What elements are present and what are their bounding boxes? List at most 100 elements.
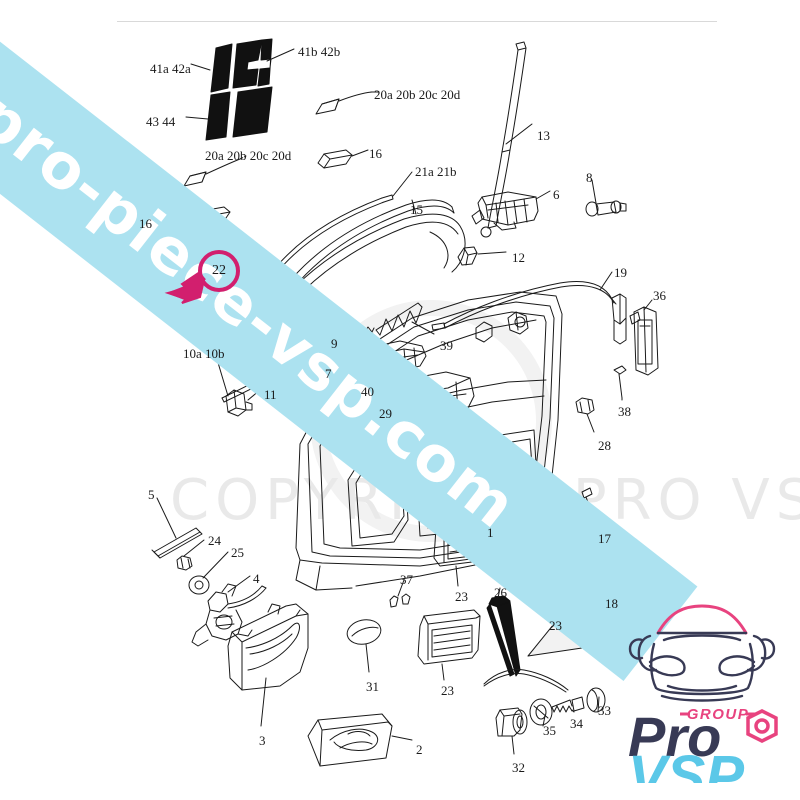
leader-8: [591, 179, 597, 204]
highlight-circle-22: [198, 250, 240, 292]
callout-label-21a-21b: 21a 21b: [415, 164, 457, 179]
callout-label-41b-42b: 41b 42b: [298, 44, 341, 59]
callout-label-29: 29: [379, 406, 392, 421]
part-22-clip: [144, 287, 182, 307]
callout-label-25: 25: [231, 545, 244, 560]
leader-40: [375, 377, 389, 387]
provsp-logo-svg: GROUP Pro VSP: [628, 604, 778, 783]
leader-16-upper: [351, 149, 369, 157]
callout-label-20a-20b-20c-20d: 20a 20b 20c 20d: [374, 87, 461, 102]
callout-label-5: 5: [148, 487, 155, 502]
provsp-logo: GROUP Pro VSP: [612, 578, 792, 783]
part-16-lower: [195, 206, 231, 226]
callout-label-32: 32: [512, 760, 525, 775]
callout-label-33: 33: [598, 703, 611, 718]
callout-label-18: 18: [605, 596, 618, 611]
part-16-upper: [317, 149, 353, 169]
part-28-grommet: [575, 397, 595, 415]
callout-label-12: 12: [512, 250, 525, 265]
part-32-spacer: [495, 707, 528, 737]
leader-23b: [551, 593, 557, 616]
part-41-42-strips: [210, 38, 273, 93]
callout-label-28: 28: [598, 438, 611, 453]
highlight-number-22: 22: [212, 263, 226, 278]
leader-3: [260, 677, 267, 727]
callout-label-43-44: 43 44: [146, 114, 176, 129]
callout-label-3: 3: [259, 733, 266, 748]
leader-29: [391, 395, 400, 403]
callout-label-13: 13: [537, 128, 550, 143]
part-25-washer: [188, 575, 210, 595]
leader-9: [340, 333, 347, 336]
callout-label-38: 38: [618, 404, 631, 419]
leader-5: [156, 497, 177, 539]
leader-19: [599, 271, 613, 291]
callout-label-35: 35: [543, 723, 556, 738]
callout-label-9: 9: [331, 336, 338, 351]
part-12-bracket: [457, 246, 478, 266]
leader-25: [202, 551, 229, 579]
part-40-nut: [388, 363, 412, 384]
part-26-wiper-blade: [483, 669, 569, 693]
leader-35: [542, 715, 546, 727]
callout-label-1: 1: [487, 525, 494, 540]
callout-label-41a-42a: 41a 42a: [150, 61, 191, 76]
leader-23c: [441, 663, 445, 681]
leader-41a42a: [190, 63, 211, 71]
part-35-washer: [529, 698, 553, 726]
callout-label-36: 36: [653, 288, 666, 303]
leader-28: [586, 413, 595, 433]
part-43-44-strips: [205, 86, 273, 141]
callout-label-40: 40: [361, 384, 374, 399]
callout-label-6: 6: [553, 187, 560, 202]
part-33-cap: [586, 687, 606, 713]
part-36-striker: [629, 306, 659, 376]
leader-4: [227, 575, 251, 593]
leader-6: [535, 190, 551, 200]
part-15-panel: [259, 199, 466, 337]
part-6-latch: [471, 191, 539, 231]
part-9-spring: [345, 326, 375, 337]
leader-17: [595, 523, 599, 528]
part-26-wiper-arm: [486, 595, 521, 677]
logo-pro-label: Pro: [628, 705, 721, 768]
part-21-trim: [255, 194, 394, 301]
part-20-upper: [315, 91, 373, 115]
callout-label-11: 11: [264, 387, 277, 402]
part-23-vent-3: [417, 609, 481, 665]
callout-label-31: 31: [366, 679, 379, 694]
leader-10: [215, 355, 229, 397]
part-38-pin: [613, 365, 627, 399]
callout-label-17: 17: [598, 531, 611, 546]
leader-16-lower: [155, 216, 196, 220]
part-39-spring: [375, 302, 423, 336]
callout-label-4: 4: [253, 571, 260, 586]
leader-2: [391, 735, 413, 741]
leader-13: [505, 123, 533, 145]
part-2-mat: [307, 713, 393, 767]
logo-group-text: GROUP: [680, 706, 756, 723]
callout-label-19: 19: [614, 265, 627, 280]
callout-label-2: 2: [416, 742, 423, 757]
leader-34: [571, 709, 575, 713]
leader-11: [247, 389, 261, 401]
part-8-link: [585, 200, 627, 217]
callout-label-7: 7: [325, 366, 332, 381]
callout-label-16: 16: [139, 216, 152, 231]
leader-33: [597, 696, 600, 713]
callout-label-26: 26: [494, 585, 507, 600]
leader-31: [365, 643, 370, 673]
leader-21: [392, 171, 413, 197]
callout-label-34: 34: [570, 716, 583, 731]
callout-label-10a-10b: 10a 10b: [183, 346, 225, 361]
callout-label-39: 39: [440, 338, 453, 353]
callout-label-23: 23: [455, 589, 468, 604]
leader-43-44: [185, 116, 209, 120]
leader-12: [477, 251, 507, 255]
part-5-trim: [151, 527, 203, 559]
part-17-screw: [581, 487, 597, 525]
part-23-vent-2: [535, 539, 599, 595]
logo-group-label: GROUP: [687, 706, 750, 723]
part-34-screw: [551, 696, 585, 713]
